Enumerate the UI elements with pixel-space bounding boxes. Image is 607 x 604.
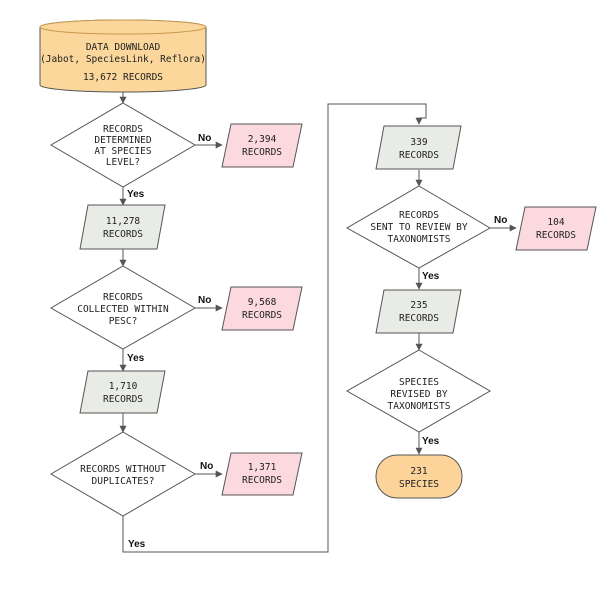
species-count: 231 — [410, 466, 427, 477]
records-node-2: 1,710 RECORDS — [79, 370, 166, 414]
rejected-node-3: 1,371 RECORDS — [221, 452, 303, 496]
decision-text: TAXONOMISTS — [388, 401, 451, 412]
edge-d3-yes-to-r3 — [122, 103, 427, 553]
decision-sent-to-review: RECORDS SENT TO REVIEW BY TAXONOMISTS — [345, 185, 491, 269]
decision-text: PESC? — [109, 316, 138, 327]
rejected-count: 1,371 — [248, 462, 277, 473]
records-unit: RECORDS — [103, 229, 143, 240]
rejected-unit: RECORDS — [242, 147, 282, 158]
data-download-node: DATA DOWNLOAD (Jabot, SpeciesLink, Reflo… — [39, 19, 207, 93]
decision-text: DUPLICATES? — [92, 476, 155, 487]
records-unit: RECORDS — [399, 150, 439, 161]
decision-text: SPECIES — [399, 377, 439, 388]
records-node-4: 235 RECORDS — [375, 289, 462, 334]
records-node-1: 11,278 RECORDS — [79, 204, 166, 250]
rejected-unit: RECORDS — [536, 230, 576, 241]
decision-text: DETERMINED — [94, 135, 151, 146]
decision-without-duplicates: RECORDS WITHOUT DUPLICATES? — [50, 431, 196, 517]
rejected-parallelogram — [515, 206, 597, 251]
decision-species-level: RECORDS DETERMINED AT SPECIES LEVEL? — [50, 102, 196, 188]
decision-text: RECORDS — [399, 210, 439, 221]
records-node-3: 339 RECORDS — [375, 125, 462, 170]
decision-text: SENT TO REVIEW BY — [370, 222, 468, 233]
records-unit: RECORDS — [399, 313, 439, 324]
yes-label: Yes — [127, 189, 145, 200]
rejected-node-4: 104 RECORDS — [515, 206, 597, 251]
cylinder-top — [39, 19, 207, 35]
decision-diamond — [50, 102, 196, 188]
records-count: 11,278 — [106, 216, 141, 227]
decision-diamond — [50, 431, 196, 517]
species-result-node: 231 SPECIES — [375, 454, 463, 499]
decision-text: COLLECTED WITHIN — [77, 304, 169, 315]
decision-text: LEVEL? — [106, 157, 140, 168]
start-sources: (Jabot, SpeciesLink, Reflora) — [40, 54, 206, 65]
decision-diamond — [345, 185, 491, 269]
yes-label: Yes — [128, 539, 146, 550]
yes-label: Yes — [422, 271, 440, 282]
records-unit: RECORDS — [103, 394, 143, 405]
no-label: No — [198, 133, 211, 144]
records-parallelogram — [79, 204, 166, 250]
decision-text: REVISED BY — [390, 389, 447, 400]
start-count: 13,672 RECORDS — [83, 72, 163, 83]
rejected-node-1: 2,394 RECORDS — [221, 123, 303, 168]
decision-text: RECORDS — [103, 292, 143, 303]
species-unit: SPECIES — [399, 479, 439, 490]
rejected-count: 104 — [547, 217, 564, 228]
connectors — [119, 92, 517, 553]
records-parallelogram — [375, 289, 462, 334]
records-count: 339 — [410, 137, 427, 148]
rejected-count: 9,568 — [248, 297, 277, 308]
rejected-parallelogram — [221, 123, 303, 168]
records-count: 235 — [410, 300, 427, 311]
yes-label: Yes — [422, 436, 440, 447]
records-count: 1,710 — [109, 381, 138, 392]
rejected-count: 2,394 — [248, 134, 277, 145]
no-label: No — [494, 215, 507, 226]
rejected-unit: RECORDS — [242, 475, 282, 486]
decision-text: RECORDS WITHOUT — [80, 464, 166, 475]
decision-text: RECORDS — [103, 124, 143, 135]
decision-within-pesc: RECORDS COLLECTED WITHIN PESC? — [49, 265, 197, 350]
decision-diamond — [345, 349, 491, 433]
terminal-shape — [375, 454, 463, 499]
decision-text: TAXONOMISTS — [388, 234, 451, 245]
no-label: No — [200, 461, 213, 472]
records-parallelogram — [375, 125, 462, 170]
start-title: DATA DOWNLOAD — [86, 42, 161, 53]
records-parallelogram — [79, 370, 166, 414]
rejected-parallelogram — [221, 452, 303, 496]
rejected-parallelogram — [221, 286, 303, 331]
rejected-unit: RECORDS — [242, 310, 282, 321]
rejected-node-2: 9,568 RECORDS — [221, 286, 303, 331]
decision-diamond — [49, 265, 197, 350]
decision-text: AT SPECIES — [94, 146, 151, 157]
no-label: No — [198, 295, 211, 306]
decision-revised-by-taxonomists: SPECIES REVISED BY TAXONOMISTS — [345, 349, 491, 433]
yes-label: Yes — [127, 353, 145, 364]
